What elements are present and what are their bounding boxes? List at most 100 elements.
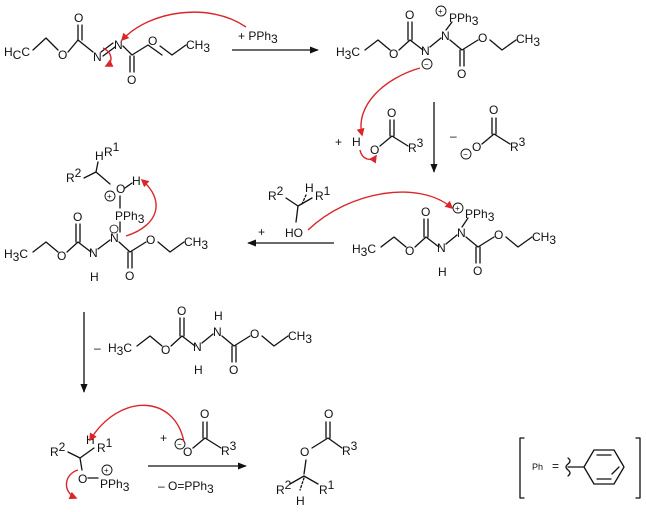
alcohol-h-label: H <box>305 181 314 195</box>
nh-h-label: H <box>194 363 203 377</box>
negative-charge-icon <box>174 438 186 450</box>
h3c-label: H3C <box>108 341 132 358</box>
h-label: H <box>132 174 141 188</box>
ester-o-label: O <box>300 445 309 459</box>
pph3-label: PPh3 <box>449 11 479 28</box>
carbonyl-o-label: O <box>457 67 466 81</box>
electron-arrow-o-to-p <box>307 191 454 231</box>
carboxylate-anion: – − O O R3 <box>450 103 526 160</box>
legend-ph-label: Ph <box>532 462 543 472</box>
ch3-label: CH3 <box>288 329 312 346</box>
charge-minus: − <box>463 150 468 159</box>
ch3-label: CH3 <box>184 235 208 252</box>
carbonyl-o-label: O <box>324 407 333 421</box>
electron-arrow-sn2-attack <box>89 404 185 443</box>
h3c-label: H3C <box>352 242 376 259</box>
ester-o-label: O <box>494 228 503 242</box>
charge-plus: + <box>104 466 109 475</box>
carbonyl-o-label: O <box>73 210 82 224</box>
r3-label: R3 <box>221 439 237 458</box>
carbonyl-o-label: O <box>125 269 134 283</box>
carbonyl-o-label: O <box>74 11 83 25</box>
carboxylic-acid: + H O O R3 <box>335 106 424 157</box>
charge-plus: + <box>455 204 460 213</box>
minus-sign: – <box>94 341 101 355</box>
acid-o-label: O <box>370 143 379 157</box>
nh-h-label: H <box>438 265 447 279</box>
n-label: N <box>421 44 430 58</box>
charge-plus: + <box>438 7 443 16</box>
n-label: N <box>213 325 222 339</box>
wavy-bond-icon <box>565 457 571 477</box>
n-label: N <box>110 231 119 245</box>
negative-charge-icon <box>460 148 472 160</box>
h3c-label: H3C <box>4 247 28 264</box>
reagent-pph3: + PPh3 <box>238 29 278 46</box>
plus-sign: + <box>335 135 342 149</box>
benzene-ring-icon <box>583 449 625 485</box>
n-label: N <box>457 226 466 240</box>
h-label: H <box>296 494 305 508</box>
carbonyl-o-label: O <box>489 103 498 117</box>
negative-charge-icon <box>421 58 433 70</box>
electron-arrow-proton-transfer <box>125 178 157 237</box>
carboxylate-o-label: O <box>472 140 481 154</box>
ester-o-label: O <box>478 31 487 45</box>
carbonyl-o-label: O <box>405 8 414 22</box>
phenyl-legend: Ph = <box>519 437 641 499</box>
ester-o-label: O <box>405 244 414 258</box>
carbonyl-o-label: O <box>473 264 482 278</box>
r2-label: R2 <box>276 478 292 497</box>
pph3-label: PPh3 <box>100 477 130 494</box>
carboxylate-o-label: O <box>183 445 192 459</box>
r2-label: R2 <box>50 440 66 459</box>
azo-n-label-1: N <box>93 50 102 64</box>
pph3-label: PPh3 <box>115 209 145 226</box>
carbonyl-o-label: O <box>387 106 396 120</box>
h3c-label: H3C <box>336 45 360 62</box>
electron-arrow-n-n <box>102 47 114 67</box>
r1-label: R1 <box>315 184 331 203</box>
n-label: N <box>441 29 450 43</box>
n-label: N <box>193 340 202 354</box>
nh-h-label: H <box>90 270 99 284</box>
diethyl-azodicarboxylate: HCC O O N N O O CH3 <box>4 11 210 87</box>
ch3-label-dead: CH3 <box>186 38 210 55</box>
acid-h-label: H <box>352 135 361 149</box>
carbonyl-o-label: O <box>177 304 186 318</box>
electron-arrow-c-o-cleavage <box>65 469 79 500</box>
alkoxyphosphonium-adduct: R2 H R1 + O H PPh3 H3C O O N H N O O CH3 <box>4 140 208 284</box>
ch3-label: CH3 <box>532 230 556 247</box>
ester-o-label: O <box>148 34 157 48</box>
carboxylate-nucleophile: + − O O R3 <box>160 407 237 459</box>
h3c-label-dead: HCC <box>4 45 30 62</box>
ester-o-label: O <box>250 327 259 341</box>
ester-o-label: O <box>146 233 155 247</box>
n-label: N <box>437 241 446 255</box>
h-label: H <box>95 149 104 163</box>
ester-o-label: O <box>161 343 170 357</box>
r3-label: R3 <box>408 136 424 155</box>
legend-equals: = <box>552 459 559 473</box>
azo-n-label-2: N <box>114 38 123 52</box>
inverted-ester-product: O R3 O R2 R1 H <box>276 407 358 508</box>
hydrazine-byproduct: – H3C O O N H N H O O CH3 <box>94 304 312 377</box>
r1-label: R1 <box>97 436 113 455</box>
r2-label: R2 <box>268 184 284 203</box>
positive-charge-icon <box>104 190 116 202</box>
ch3-label: CH3 <box>516 32 540 49</box>
phosphonium-hydrazide: H3C O O N H N + PPh3 O O CH3 <box>352 202 556 279</box>
positive-charge-icon <box>101 464 113 476</box>
ester-o-label: O <box>389 47 398 61</box>
r2-label: R2 <box>66 166 82 185</box>
minus-sign: – <box>450 129 457 143</box>
ho-label: HO <box>285 226 303 240</box>
charge-minus: − <box>177 440 182 449</box>
r1-label: R1 <box>319 478 335 497</box>
electron-arrow-pph3-attack <box>120 11 247 42</box>
nh-h-label: H <box>214 309 223 323</box>
positive-charge-icon <box>435 5 447 17</box>
o-label: O <box>78 472 87 486</box>
secondary-alcohol: R2 H R1 HO <box>268 181 331 240</box>
